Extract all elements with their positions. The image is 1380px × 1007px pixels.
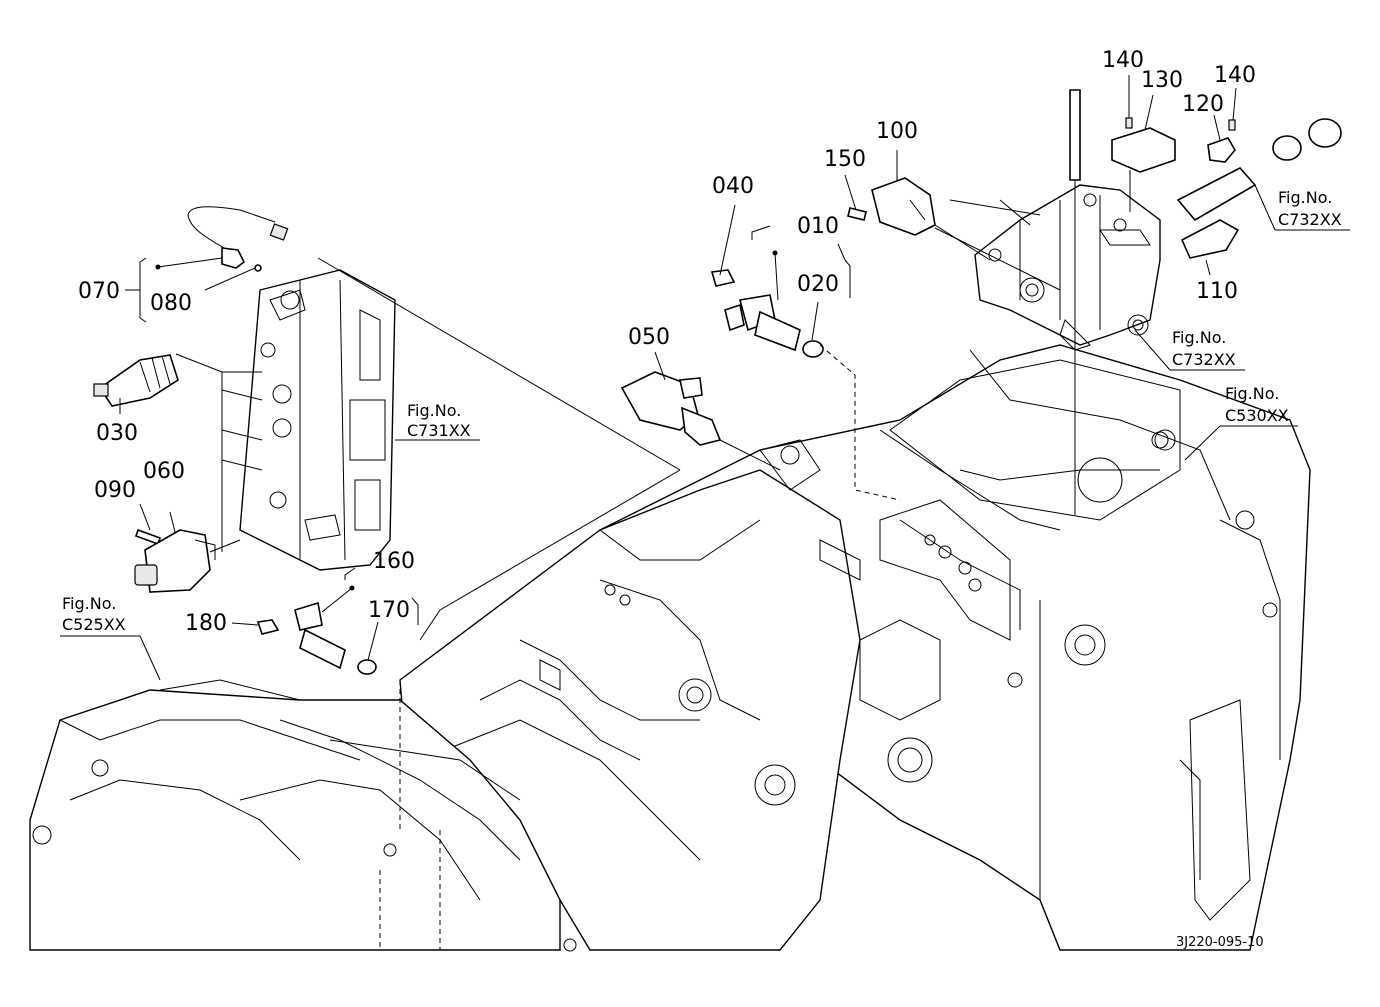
svg-text:C732XX: C732XX <box>1172 350 1236 369</box>
label-060: 060 <box>143 459 185 484</box>
label-090: 090 <box>94 478 136 503</box>
long-bolt <box>1069 89 1081 181</box>
label-100: 100 <box>876 119 918 144</box>
part-090-bolt <box>134 528 162 546</box>
label-140-right: 140 <box>1214 63 1256 88</box>
part-010-valve-assembly <box>724 294 801 352</box>
part-130-sensor <box>1111 127 1176 173</box>
label-020: 020 <box>797 272 839 297</box>
label-010: 010 <box>797 214 839 239</box>
label-140-left: 140 <box>1102 48 1144 73</box>
part-180-bolt <box>256 619 280 635</box>
part-140-screw-right <box>1228 119 1236 131</box>
part-060-solenoid-valve <box>134 529 216 593</box>
part-150-bolt <box>847 207 867 221</box>
figure-ref-c732-mid: Fig.No. C732XX <box>1172 328 1236 369</box>
label-150: 150 <box>824 147 866 172</box>
leader-lines <box>60 75 1350 830</box>
part-030-pressure-switch <box>93 354 179 407</box>
label-180: 180 <box>185 611 227 636</box>
label-050: 050 <box>628 325 670 350</box>
label-080: 080 <box>150 291 192 316</box>
label-110: 110 <box>1196 279 1238 304</box>
figure-references: Fig.No. C731XX Fig.No. C732XX Fig.No. C7… <box>62 188 1342 634</box>
part-160-valve-assembly <box>294 601 346 670</box>
label-040: 040 <box>712 174 754 199</box>
svg-text:C530XX: C530XX <box>1225 406 1289 425</box>
svg-text:Fig.No.: Fig.No. <box>1278 188 1332 207</box>
part-140-screw-left <box>1125 117 1133 129</box>
label-170: 170 <box>368 598 410 623</box>
label-160: 160 <box>373 549 415 574</box>
part-070-sensor-harness <box>187 206 289 269</box>
part-110-pressure-sensor <box>1180 219 1240 259</box>
part-040-bolt <box>710 269 736 287</box>
svg-text:Fig.No.: Fig.No. <box>407 401 461 420</box>
upper-right-valve-block <box>974 184 1161 351</box>
label-030: 030 <box>96 421 138 446</box>
figure-ref-c731: Fig.No. C731XX <box>407 401 471 440</box>
label-130: 130 <box>1141 68 1183 93</box>
svg-text:Fig.No.: Fig.No. <box>62 594 116 613</box>
svg-text:Fig.No.: Fig.No. <box>1172 328 1226 347</box>
part-number-labels: 070 080 030 090 060 040 010 020 050 150 … <box>78 48 1256 636</box>
label-120: 120 <box>1182 92 1224 117</box>
svg-text:Fig.No.: Fig.No. <box>1225 384 1279 403</box>
part-170-o-ring <box>357 659 377 675</box>
figure-ref-c530: Fig.No. C530XX <box>1225 384 1289 425</box>
transmission-housing <box>29 344 1311 952</box>
svg-text:C731XX: C731XX <box>407 421 471 440</box>
part-020-o-ring <box>802 340 824 358</box>
figure-ref-c525: Fig.No. C525XX <box>62 594 126 634</box>
part-100-solenoid <box>871 177 936 236</box>
part-050-solenoid <box>620 371 722 446</box>
part-080-o-ring <box>254 264 262 272</box>
part-120-sensor <box>1207 137 1236 163</box>
left-valve-body <box>239 269 396 571</box>
svg-text:C525XX: C525XX <box>62 615 126 634</box>
figure-ref-c732-top: Fig.No. C732XX <box>1278 188 1342 229</box>
label-070: 070 <box>78 279 120 304</box>
svg-text:C732XX: C732XX <box>1278 210 1342 229</box>
pipe-and-cap <box>1176 118 1342 222</box>
drawing-code: 3J220-095-10 <box>1176 935 1264 950</box>
